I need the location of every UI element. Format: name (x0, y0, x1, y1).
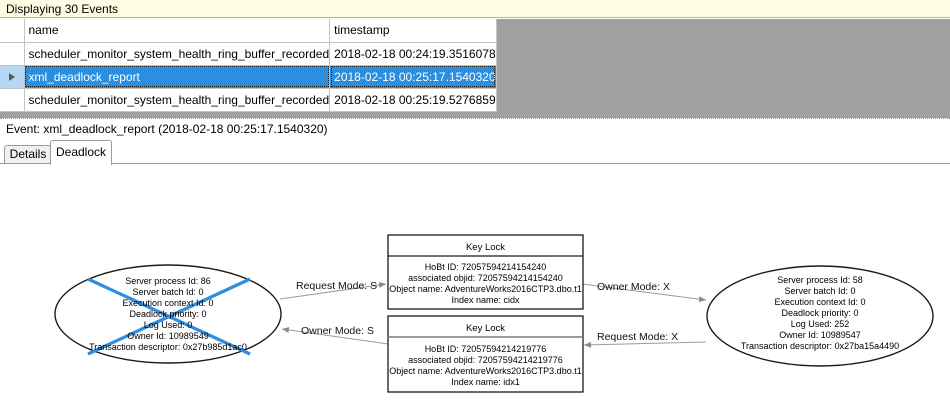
cell-timestamp[interactable]: 2018-02-18 00:25:17.1540320 (329, 65, 497, 89)
table-row-selected[interactable]: xml_deadlock_report 2018-02-18 00:25:17.… (0, 65, 497, 89)
survivor-line-3: Deadlock priority: 0 (781, 308, 858, 318)
event-detail-title: Event: xml_deadlock_report (2018-02-18 0… (6, 122, 328, 136)
survivor-line-2: Execution context Id: 0 (774, 297, 865, 307)
edge-survivor-request-bottom: Request Mode: X (583, 331, 707, 348)
table-row[interactable]: scheduler_monitor_system_health_ring_buf… (0, 88, 497, 112)
cell-name[interactable]: scheduler_monitor_system_health_ring_buf… (24, 42, 331, 66)
tab-details[interactable]: Details (4, 145, 52, 164)
events-count-label: Displaying 30 Events (6, 2, 119, 16)
cell-name[interactable]: scheduler_monitor_system_health_ring_buf… (24, 88, 331, 112)
survivor-line-1: Server batch Id: 0 (784, 286, 855, 296)
cell-name[interactable]: xml_deadlock_report (24, 65, 331, 89)
row-selector-cell[interactable] (0, 65, 25, 89)
row-pointer-icon (8, 73, 15, 82)
column-header-name[interactable]: name (24, 19, 331, 43)
victim-line-0: Server process Id: 86 (125, 276, 211, 286)
victim-line-1: Server batch Id: 0 (132, 287, 203, 297)
deadlock-graph-canvas[interactable]: Request Mode: S Owner Mode: X Owner Mode… (0, 163, 950, 400)
events-banner: Displaying 30 Events (0, 0, 950, 18)
survivor-line-5: Owner Id: 10989547 (779, 330, 861, 340)
key-lock-top-line-3: Index name: cidx (451, 295, 520, 305)
row-selector-header (0, 19, 25, 43)
edge-bottom-owner-victim: Owner Mode: S (281, 325, 389, 345)
key-lock-top-title: Key Lock (466, 242, 505, 253)
victim-line-5: Owner Id: 10989549 (127, 331, 209, 341)
key-lock-top-line-2: Object name: AdventureWorks2016CTP3.dbo.… (389, 284, 581, 294)
edge-label-request-mode-s: Request Mode: S (296, 280, 377, 292)
process-node-survivor[interactable]: Server process Id: 58 Server batch Id: 0… (706, 265, 934, 367)
victim-line-3: Deadlock priority: 0 (129, 309, 206, 319)
row-selector-cell[interactable] (0, 88, 25, 112)
table-header-row: name timestamp (0, 19, 497, 43)
key-lock-top-line-0: HoBt ID: 72057594214154240 (425, 262, 547, 272)
cell-timestamp[interactable]: 2018-02-18 00:25:19.5276859 (329, 88, 497, 112)
process-node-victim[interactable]: Server process Id: 86 Server batch Id: 0… (54, 264, 282, 364)
edge-victim-request-top: Request Mode: S (279, 280, 387, 300)
resource-node-key-lock-top[interactable]: Key Lock HoBt ID: 72057594214154240 asso… (387, 234, 584, 310)
key-lock-bottom-line-3: Index name: idx1 (451, 377, 520, 387)
edge-label-owner-mode-x: Owner Mode: X (597, 281, 670, 293)
victim-cross-icon (87, 277, 251, 356)
detail-tabstrip: Details Deadlock (0, 140, 950, 165)
events-table: name timestamp scheduler_monitor_system_… (0, 19, 497, 112)
event-detail-header: Event: xml_deadlock_report (2018-02-18 0… (0, 118, 950, 138)
survivor-line-4: Log Used: 252 (791, 319, 850, 329)
edge-label-request-mode-x: Request Mode: X (597, 331, 678, 343)
cell-timestamp[interactable]: 2018-02-18 00:24:19.3516078 (329, 42, 497, 66)
survivor-line-0: Server process Id: 58 (777, 275, 863, 285)
victim-line-4: Log Used: 0 (144, 320, 193, 330)
edge-label-owner-mode-s: Owner Mode: S (301, 325, 374, 337)
key-lock-top-line-1: associated objid: 72057594214154240 (408, 273, 563, 283)
key-lock-bottom-line-2: Object name: AdventureWorks2016CTP3.dbo.… (389, 366, 581, 376)
row-selector-cell[interactable] (0, 42, 25, 66)
key-lock-bottom-line-1: associated objid: 72057594214219776 (408, 355, 563, 365)
key-lock-bottom-line-0: HoBt ID: 72057594214219776 (425, 344, 547, 354)
victim-line-2: Execution context Id: 0 (122, 298, 213, 308)
table-row[interactable]: scheduler_monitor_system_health_ring_buf… (0, 42, 497, 66)
tab-deadlock[interactable]: Deadlock (50, 140, 112, 165)
resource-node-key-lock-bottom[interactable]: Key Lock HoBt ID: 72057594214219776 asso… (387, 315, 584, 393)
edge-top-owner-survivor: Owner Mode: X (581, 281, 707, 303)
events-grid[interactable]: name timestamp scheduler_monitor_system_… (0, 19, 950, 118)
key-lock-bottom-title: Key Lock (466, 323, 505, 334)
survivor-line-6: Transaction descriptor: 0x27ba15a4490 (741, 341, 899, 351)
column-header-timestamp[interactable]: timestamp (329, 19, 497, 43)
victim-line-6: Transaction descriptor: 0x27b985d1ac0 (89, 342, 247, 352)
